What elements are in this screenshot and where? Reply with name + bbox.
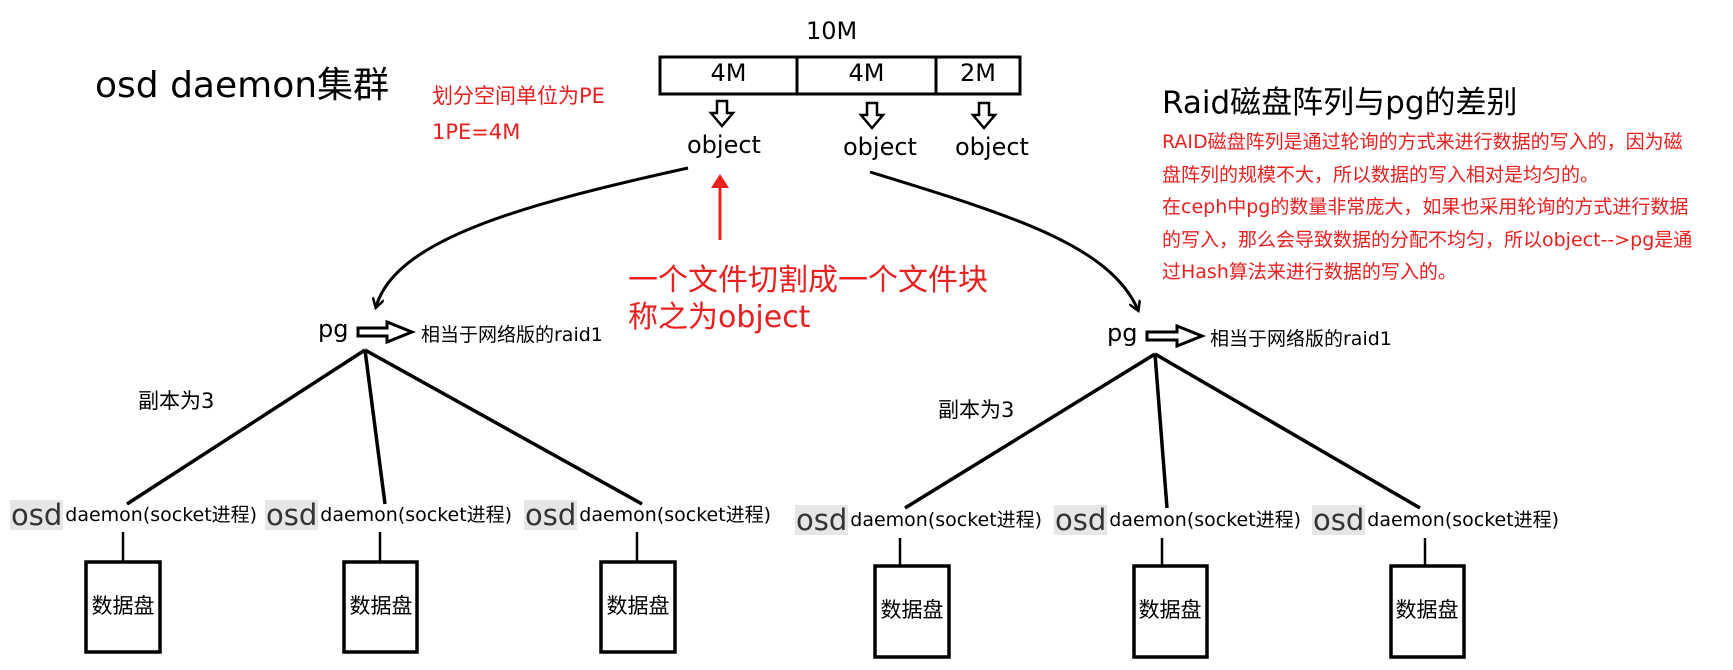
- osd-glyph: osd: [795, 503, 849, 537]
- osd-glyph: osd: [1054, 503, 1108, 537]
- replica-note-left: 副本为3: [138, 389, 215, 413]
- cut-note-line-2: 称之为object: [628, 300, 811, 335]
- pg-label-right: pg: [1107, 319, 1138, 347]
- object-label-2: object: [843, 133, 917, 161]
- file-segment-1: 4M: [710, 59, 747, 87]
- cluster-title: osd daemon集群: [95, 65, 390, 106]
- file-segment-3: 2M: [960, 59, 996, 87]
- disk-label-left-1: 数据盘: [91, 594, 155, 618]
- pg-desc-right: 相当于网络版的raid1: [1210, 328, 1392, 350]
- osd-node-left-3: osd daemon(socket进程): [524, 500, 771, 530]
- raid-title: Raid磁盘阵列与pg的差别: [1162, 85, 1518, 121]
- object-label-1: object: [687, 131, 761, 159]
- file-segment-2: 4M: [848, 59, 885, 87]
- disk-label-left-2: 数据盘: [349, 594, 413, 618]
- segment-arrow-2: [858, 101, 886, 130]
- osd-node-right-2: osd daemon(socket进程): [1054, 505, 1301, 535]
- osd-daemon-label: daemon(socket进程): [850, 509, 1043, 532]
- osd-node-right-1: osd daemon(socket进程): [795, 505, 1042, 535]
- disk-label-right-1: 数据盘: [880, 598, 944, 622]
- osd-daemon-label: daemon(socket进程): [65, 504, 258, 527]
- pg-arrow-right: [1145, 323, 1207, 349]
- cut-note-line-1: 一个文件切割成一个文件块: [628, 263, 988, 298]
- file-total-size: 10M: [806, 17, 858, 45]
- raid-line-1: RAID磁盘阵列是通过轮询的方式来进行数据的写入的，因为磁: [1162, 131, 1683, 153]
- osd-daemon-label: daemon(socket进程): [1367, 509, 1560, 532]
- pg-desc-left: 相当于网络版的raid1: [421, 324, 603, 346]
- tree-right: [873, 352, 1466, 659]
- pe-note-line-2: 1PE=4M: [432, 120, 521, 144]
- raid-explanation: RAID磁盘阵列是通过轮询的方式来进行数据的写入的，因为磁 盘阵列的规模不大，所…: [1162, 126, 1732, 289]
- osd-glyph: osd: [10, 498, 64, 532]
- object-to-pg-arrow-right: [869, 170, 1138, 310]
- osd-node-left-2: osd daemon(socket进程): [265, 500, 512, 530]
- segment-arrow-3: [970, 101, 998, 130]
- osd-node-left-1: osd daemon(socket进程): [10, 500, 257, 530]
- raid-line-3: 在ceph中pg的数量非常庞大，如果也采用轮询的方式进行数据: [1162, 196, 1689, 218]
- osd-daemon-label: daemon(socket进程): [579, 504, 772, 527]
- raid-line-2: 盘阵列的规模不大，所以数据的写入相对是均匀的。: [1162, 163, 1600, 186]
- osd-daemon-label: daemon(socket进程): [320, 504, 513, 527]
- raid-line-4: 的写入，那么会导致数据的分配不均匀，所以object-->pg是通: [1162, 228, 1693, 251]
- pe-note-line-1: 划分空间单位为PE: [432, 84, 605, 108]
- osd-glyph: osd: [265, 498, 319, 532]
- pg-label-left: pg: [318, 315, 349, 343]
- disk-label-right-3: 数据盘: [1395, 598, 1459, 622]
- replica-note-right: 副本为3: [938, 398, 1015, 422]
- osd-node-right-3: osd daemon(socket进程): [1312, 505, 1559, 535]
- file-bar: [658, 55, 1022, 96]
- object-label-3: object: [955, 133, 1029, 161]
- segment-arrow-1: [708, 99, 736, 128]
- object-to-pg-arrow-left: [376, 166, 689, 307]
- disk-label-right-2: 数据盘: [1138, 598, 1202, 622]
- osd-daemon-label: daemon(socket进程): [1109, 509, 1302, 532]
- osd-glyph: osd: [1312, 503, 1366, 537]
- osd-glyph: osd: [524, 498, 578, 532]
- tree-left: [84, 348, 677, 654]
- disk-label-left-3: 数据盘: [606, 594, 670, 618]
- pg-arrow-left: [356, 319, 417, 345]
- raid-line-5: 过Hash算法来进行数据的写入的。: [1162, 261, 1457, 283]
